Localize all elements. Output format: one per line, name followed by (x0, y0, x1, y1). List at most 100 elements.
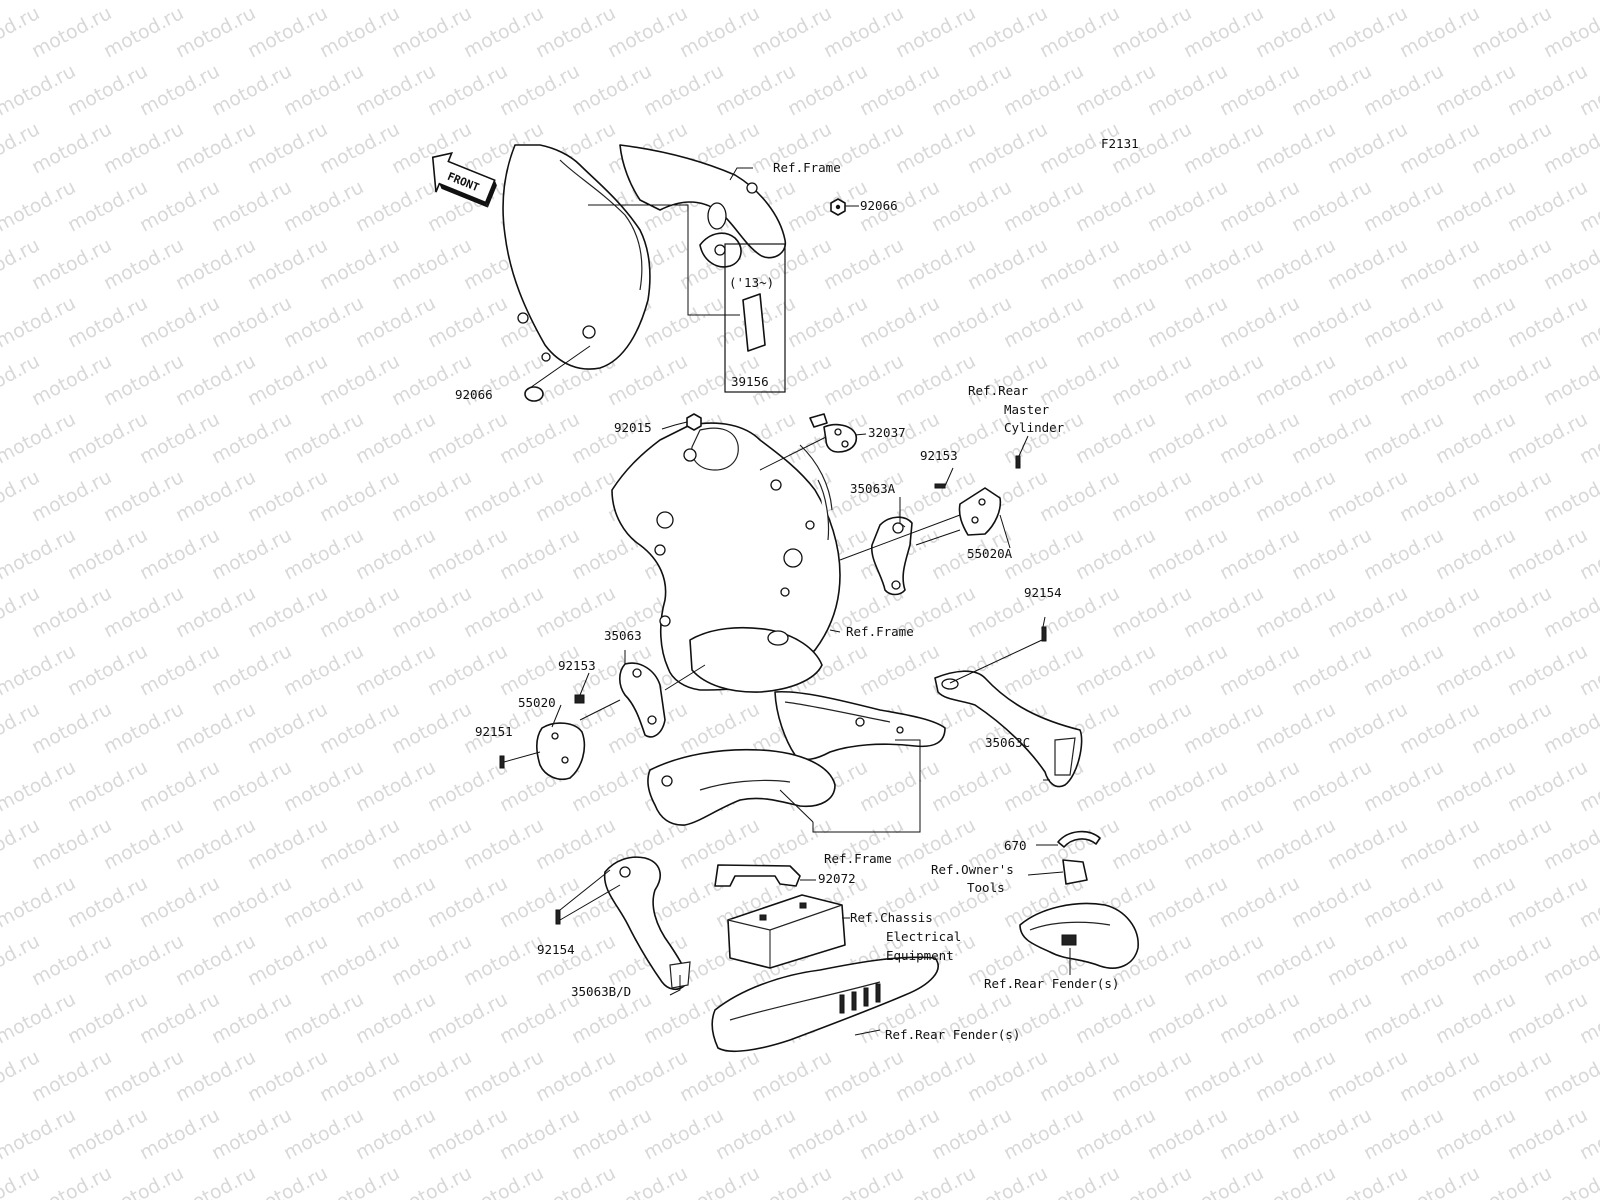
watermark-text: motod.ru (1036, 1046, 1123, 1106)
watermark-text: motod.ru (1324, 118, 1411, 178)
watermark-text: motod.ru (1468, 466, 1555, 526)
watermark-text: motod.ru (640, 1104, 727, 1164)
watermark-text: motod.ru (280, 872, 367, 932)
watermark-text: motod.ru (136, 872, 223, 932)
callout-ref-chassis-electrical-2: Electrical (886, 929, 961, 944)
watermark-text: motod.ru (1072, 292, 1159, 352)
watermark-text: motod.ru (136, 1104, 223, 1164)
watermark-text: motod.ru (1072, 60, 1159, 120)
watermark-text: motod.ru (1504, 0, 1591, 4)
watermark-text: motod.ru (1216, 988, 1303, 1048)
watermark-text: motod.ru (100, 234, 187, 294)
watermark-text: motod.ru (316, 1046, 403, 1106)
watermark-text: motod.ru (1432, 60, 1519, 120)
watermark-text: motod.ru (604, 1046, 691, 1106)
watermark-text: motod.ru (28, 930, 115, 990)
watermark-text: motod.ru (208, 292, 295, 352)
watermark-text: motod.ru (1072, 640, 1159, 700)
watermark-text: motod.ru (568, 0, 655, 4)
watermark-text: motod.ru (1108, 814, 1195, 874)
watermark-text: motod.ru (280, 756, 367, 816)
watermark-text: motod.ru (1360, 408, 1447, 468)
watermark-text: motod.ru (64, 60, 151, 120)
watermark-text: motod.ru (1216, 524, 1303, 584)
watermark-text: motod.ru (964, 118, 1051, 178)
watermark-text: motod.ru (280, 292, 367, 352)
watermark-text: motod.ru (1252, 350, 1339, 410)
watermark-text: motod.ru (1360, 176, 1447, 236)
bolt-92154-left (555, 909, 561, 925)
watermark-text: motod.ru (280, 988, 367, 1048)
watermark-text: motod.ru (1072, 408, 1159, 468)
watermark-text: motod.ru (316, 350, 403, 410)
watermark-text: motod.ru (172, 234, 259, 294)
watermark-text: motod.ru (1216, 0, 1303, 4)
watermark-text: motod.ru (424, 1104, 511, 1164)
watermark-text: motod.ru (1432, 524, 1519, 584)
watermark-text: motod.ru (1000, 176, 1087, 236)
watermark-text: motod.ru (352, 1104, 439, 1164)
watermark-text: motod.ru (1108, 350, 1195, 410)
watermark-text: motod.ru (1396, 350, 1483, 410)
watermark-text: motod.ru (1432, 872, 1519, 932)
watermark-text: motod.ru (1324, 2, 1411, 62)
watermark-text: motod.ru (64, 292, 151, 352)
watermark-text: motod.ru (1504, 1104, 1591, 1164)
watermark-text: motod.ru (136, 988, 223, 1048)
watermark-text: motod.ru (64, 872, 151, 932)
watermark-text: motod.ru (1504, 408, 1591, 468)
watermark-text: motod.ru (532, 2, 619, 62)
watermark-text: motod.ru (1180, 698, 1267, 758)
watermark-text: motod.ru (1180, 814, 1267, 874)
watermark-text: motod.ru (568, 756, 655, 816)
watermark-text: motod.ru (1360, 292, 1447, 352)
strap-670 (1057, 830, 1101, 848)
callout-part-35063BD: 35063B/D (571, 984, 631, 999)
bolt-master-cylinder (1015, 455, 1021, 469)
watermark-text: motod.ru (1180, 234, 1267, 294)
watermark-text: motod.ru (1396, 466, 1483, 526)
watermark-text: motod.ru (1288, 640, 1375, 700)
watermark-text: motod.ru (0, 1104, 79, 1164)
watermark-text: motod.ru (1360, 60, 1447, 120)
watermark-text: motod.ru (1288, 872, 1375, 932)
watermark-text: motod.ru (1144, 524, 1231, 584)
watermark-text: motod.ru (1036, 2, 1123, 62)
watermark-text: motod.ru (1072, 524, 1159, 584)
watermark-text: motod.ru (280, 0, 367, 4)
callout-ref-frame-bottom: Ref.Frame (824, 851, 892, 866)
watermark-text: motod.ru (64, 640, 151, 700)
watermark-text: motod.ru (64, 756, 151, 816)
watermark-text: motod.ru (1144, 640, 1231, 700)
watermark-text: motod.ru (172, 466, 259, 526)
watermark-text: motod.ru (172, 930, 259, 990)
watermark-text: motod.ru (1288, 292, 1375, 352)
battery-box (727, 894, 846, 969)
callout-part-92072: 92072 (818, 871, 856, 886)
watermark-text: motod.ru (1108, 466, 1195, 526)
watermark-text: motod.ru (1288, 408, 1375, 468)
watermark-text: motod.ru (136, 756, 223, 816)
watermark-text: motod.ru (0, 756, 79, 816)
watermark-text: motod.ru (244, 1046, 331, 1106)
callout-part-32037: 32037 (868, 425, 906, 440)
watermark-text: motod.ru (28, 118, 115, 178)
watermark-text: motod.ru (928, 60, 1015, 120)
watermark-text: motod.ru (1324, 234, 1411, 294)
watermark-text: motod.ru (352, 988, 439, 1048)
watermark-text: motod.ru (28, 1046, 115, 1106)
watermark-text: motod.ru (1468, 930, 1555, 990)
watermark-text: motod.ru (1432, 640, 1519, 700)
watermark-text: motod.ru (1504, 176, 1591, 236)
watermark-text: motod.ru (316, 582, 403, 642)
watermark-text: motod.ru (208, 0, 295, 4)
watermark-text: motod.ru (856, 640, 943, 700)
watermark-text: motod.ru (1180, 930, 1267, 990)
watermark-text: motod.ru (460, 466, 547, 526)
watermark-text: motod.ru (280, 640, 367, 700)
watermark-text: motod.ru (172, 350, 259, 410)
watermark-text: motod.ru (388, 234, 475, 294)
watermark-text: motod.ru (1360, 988, 1447, 1048)
watermark-text: motod.ru (748, 2, 835, 62)
watermark-text: motod.ru (424, 524, 511, 584)
